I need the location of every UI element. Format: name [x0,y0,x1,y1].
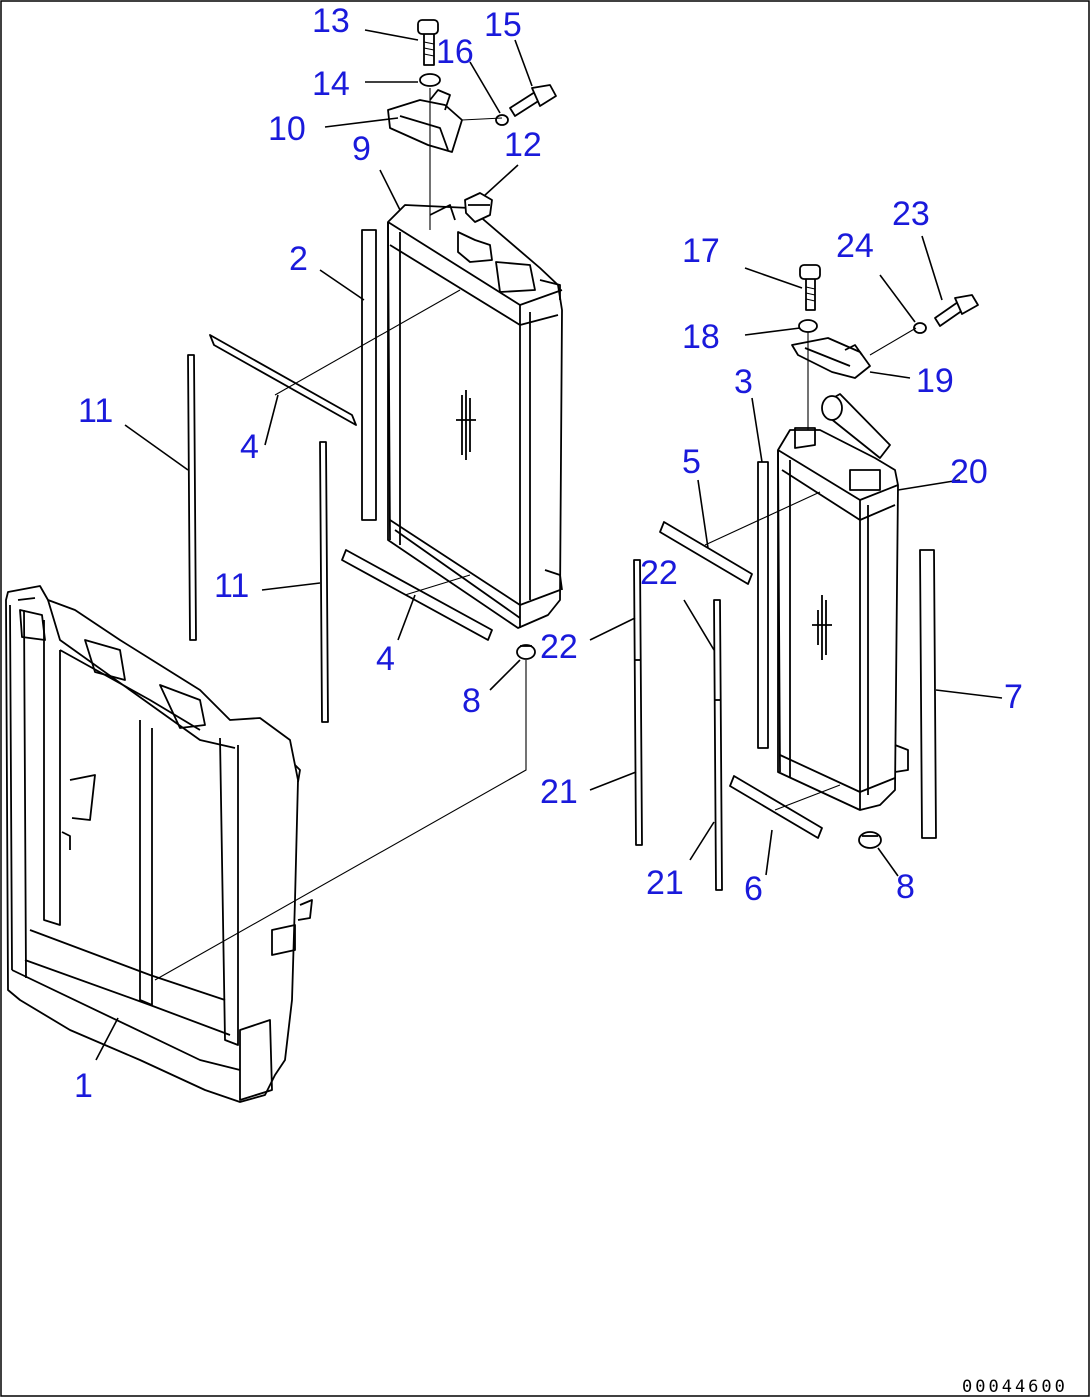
callout-23: 23 [892,195,930,233]
bracket-part-19 [791,337,871,379]
callout-21-right: 21 [646,864,684,902]
radiator-frame [5,585,313,1103]
assembly-lines [154,88,917,981]
callout-22-left: 22 [540,628,578,666]
callout-2: 2 [289,240,308,278]
seal-part-7 [919,549,937,839]
seal-part-4-b [341,549,493,641]
seal-part-22-21-b [713,599,723,891]
bolt-part-15 [509,84,557,117]
callout-19: 19 [916,362,954,400]
callout-11-left: 11 [78,392,113,430]
callout-8-right: 8 [896,868,915,906]
washer-part-24 [913,322,927,334]
washer-part-14 [419,73,441,87]
bolt-part-23 [934,294,979,327]
oil-cooler-assembly [777,427,909,811]
bolt-part-13 [417,19,439,66]
callout-14: 14 [312,65,350,103]
seal-part-6 [729,775,823,839]
callout-13: 13 [312,2,350,40]
callout-4-top: 4 [240,428,259,466]
seal-part-5 [659,521,753,585]
callout-5: 5 [682,443,701,481]
seal-part-4-a [209,334,357,426]
callout-1: 1 [74,1067,93,1105]
callout-17: 17 [682,232,720,270]
radiator-assembly [387,204,563,629]
seal-part-2 [361,229,377,521]
callout-6: 6 [744,870,763,908]
leader-lines [95,29,1003,1061]
callout-21-left: 21 [540,773,578,811]
callout-4-bottom: 4 [376,640,395,678]
callout-11-mid: 11 [214,567,249,605]
callout-20: 20 [950,453,988,491]
bracket-part-10 [387,89,463,153]
callout-7: 7 [1004,678,1023,716]
callout-labels: 13 15 16 14 10 9 12 2 4 11 11 4 8 22 22 … [74,2,1023,1105]
washer-part-18 [798,319,818,333]
hose-neck [821,393,891,459]
callout-18: 18 [682,318,720,356]
callout-8-left: 8 [462,682,481,720]
washer-part-16 [495,114,509,126]
callout-22-right: 22 [640,554,678,592]
seal-part-11-b [319,441,329,723]
callout-16: 16 [436,33,474,71]
nut-part-8-a [516,644,536,660]
figure-code: 00044600 [962,1377,1068,1397]
seal-part-22-21-a [633,559,643,846]
bolt-part-17 [799,264,821,311]
nut-part-8-b [858,831,882,849]
seal-part-3 [757,461,769,749]
callout-9: 9 [352,130,371,168]
cap-part-12 [464,192,493,223]
callout-10: 10 [268,110,306,148]
callout-24: 24 [836,227,874,265]
callout-12: 12 [504,126,542,164]
callout-3: 3 [734,363,753,401]
callout-15: 15 [484,6,522,44]
seal-part-11-a [187,354,197,641]
